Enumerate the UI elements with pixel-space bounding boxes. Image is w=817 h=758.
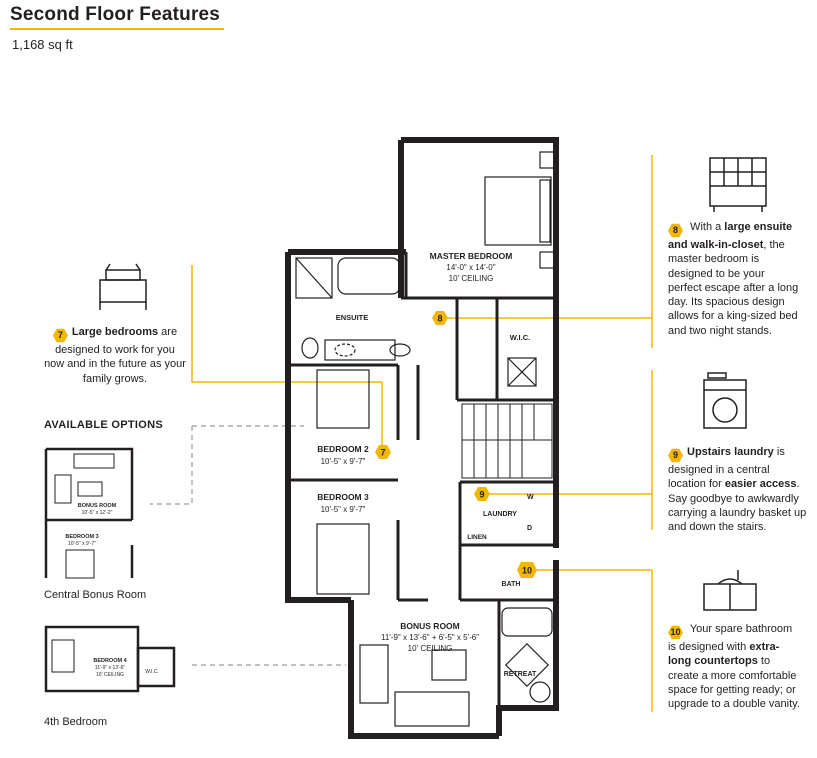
master-label: MASTER BEDROOM — [430, 251, 513, 261]
feature-8-badge: 8 — [668, 223, 683, 238]
exterior-walls — [285, 137, 559, 739]
svg-text:9: 9 — [479, 490, 484, 500]
central-bonus-room-dims: 10'-5" x 12'-2" — [82, 510, 113, 516]
ensuite-label: ENSUITE — [336, 313, 369, 322]
bedroom4-label: BEDROOM 4 — [93, 658, 127, 664]
square-footage: 1,168 sq ft — [12, 37, 73, 52]
svg-text:7: 7 — [380, 448, 385, 458]
central-bonus-caption: Central Bonus Room — [44, 589, 147, 601]
feature-7-text: are designed to work for you now and in … — [44, 326, 186, 385]
feature-7-badge: 7 — [52, 328, 68, 343]
plan-badge-10: 10 — [517, 562, 537, 578]
central-bonus-room-label: BONUS ROOM — [78, 503, 117, 509]
plan-badge-9: 9 — [474, 487, 490, 501]
available-options-heading: AVAILABLE OPTIONS — [44, 419, 163, 431]
closet-icon — [709, 157, 767, 212]
feature-9-bold: Upstairs laundry — [687, 446, 774, 458]
feature-10-description: 10 Your spare bathroom is designed with … — [668, 622, 800, 711]
feature-9-text: is designed in a central location for — [668, 446, 785, 491]
plan-badge-7: 7 — [375, 445, 391, 459]
bedroom-beds — [316, 369, 370, 595]
feature-8-text: , the master bedroom is designed to be y… — [668, 239, 799, 337]
bedroom2-dims: 10'-5" x 9'-7" — [321, 457, 366, 466]
vanity-icon — [703, 570, 757, 611]
feature-8-bold: large ensuite and walk-in-closet — [668, 221, 793, 251]
bedroom3-dims: 10'-5" x 9'-7" — [321, 505, 366, 514]
wic-label: W.I.C. — [510, 333, 530, 342]
page-title: Second Floor Features — [10, 4, 221, 25]
master-dims: 14'-0" x 14'-0" — [446, 263, 495, 272]
feature-10-badge: 10 — [668, 625, 683, 640]
feature-7-bold: Large bedrooms — [71, 326, 159, 338]
washer-icon — [703, 372, 747, 429]
interior-walls — [288, 252, 556, 708]
svg-text:10: 10 — [522, 566, 532, 576]
feature-8-description: 8 With a large ensuite and walk-in-close… — [668, 220, 800, 338]
linen-label: LINEN — [467, 534, 487, 541]
feature-9-description: 9 Upstairs laundry is designed in a centr… — [668, 445, 810, 534]
title-underline — [10, 28, 224, 30]
plan-badge-8: 8 — [432, 311, 448, 325]
bonus-furniture — [359, 607, 553, 727]
feature-9-badge: 9 — [668, 448, 683, 463]
master-bed — [484, 151, 555, 269]
bedroom3-label: BEDROOM 3 — [317, 492, 369, 502]
laundry-washer-label: W — [527, 494, 534, 501]
feature-9-text2: . Say goodbye to awkwardly carrying a la… — [668, 478, 807, 534]
bonus-ceiling: 10' CEILING — [408, 644, 453, 653]
wic-fixture — [507, 357, 537, 387]
master-ceiling: 10' CEILING — [449, 274, 494, 283]
fourth-bedroom-thumbnail — [44, 625, 176, 693]
laundry-dryer-label: D — [527, 525, 532, 532]
bath-label: BATH — [502, 581, 521, 588]
staircase — [461, 403, 553, 479]
bedroom4-ceiling: 10' CEILING — [96, 672, 124, 678]
feature-8-pre: With a — [687, 221, 725, 233]
feature-10-text: to create a more comfortable space for g… — [668, 655, 800, 711]
bonus-label: BONUS ROOM — [400, 621, 460, 631]
feature-10-bold: extra-long countertops — [668, 641, 780, 668]
central-bonus-thumbnail — [44, 447, 134, 579]
svg-text:8: 8 — [437, 314, 442, 324]
central-bedroom3-label: BEDROOM 3 — [65, 534, 98, 540]
bedroom2-label: BEDROOM 2 — [317, 444, 369, 454]
retreat-label: RETREAT — [504, 671, 537, 678]
ensuite-fixtures — [295, 257, 411, 361]
laundry-label: LAUNDRY — [483, 511, 517, 518]
bed-icon — [99, 263, 147, 310]
feature-10-pre: Your spare bathroom is designed with — [668, 623, 793, 653]
bedroom4-wic-label: W.I.C. — [145, 669, 159, 675]
feature-9-bold2: easier access — [724, 478, 797, 491]
central-bedroom3-dims: 10'-5" x 9'-7" — [68, 541, 96, 547]
bedroom4-dims: 11'-9" x 13'-6" — [95, 665, 126, 671]
fourth-bedroom-caption: 4th Bedroom — [44, 716, 107, 728]
bonus-dims: 11'-9" x 13'-6" + 6'-5" x 5'-6" — [381, 633, 479, 642]
